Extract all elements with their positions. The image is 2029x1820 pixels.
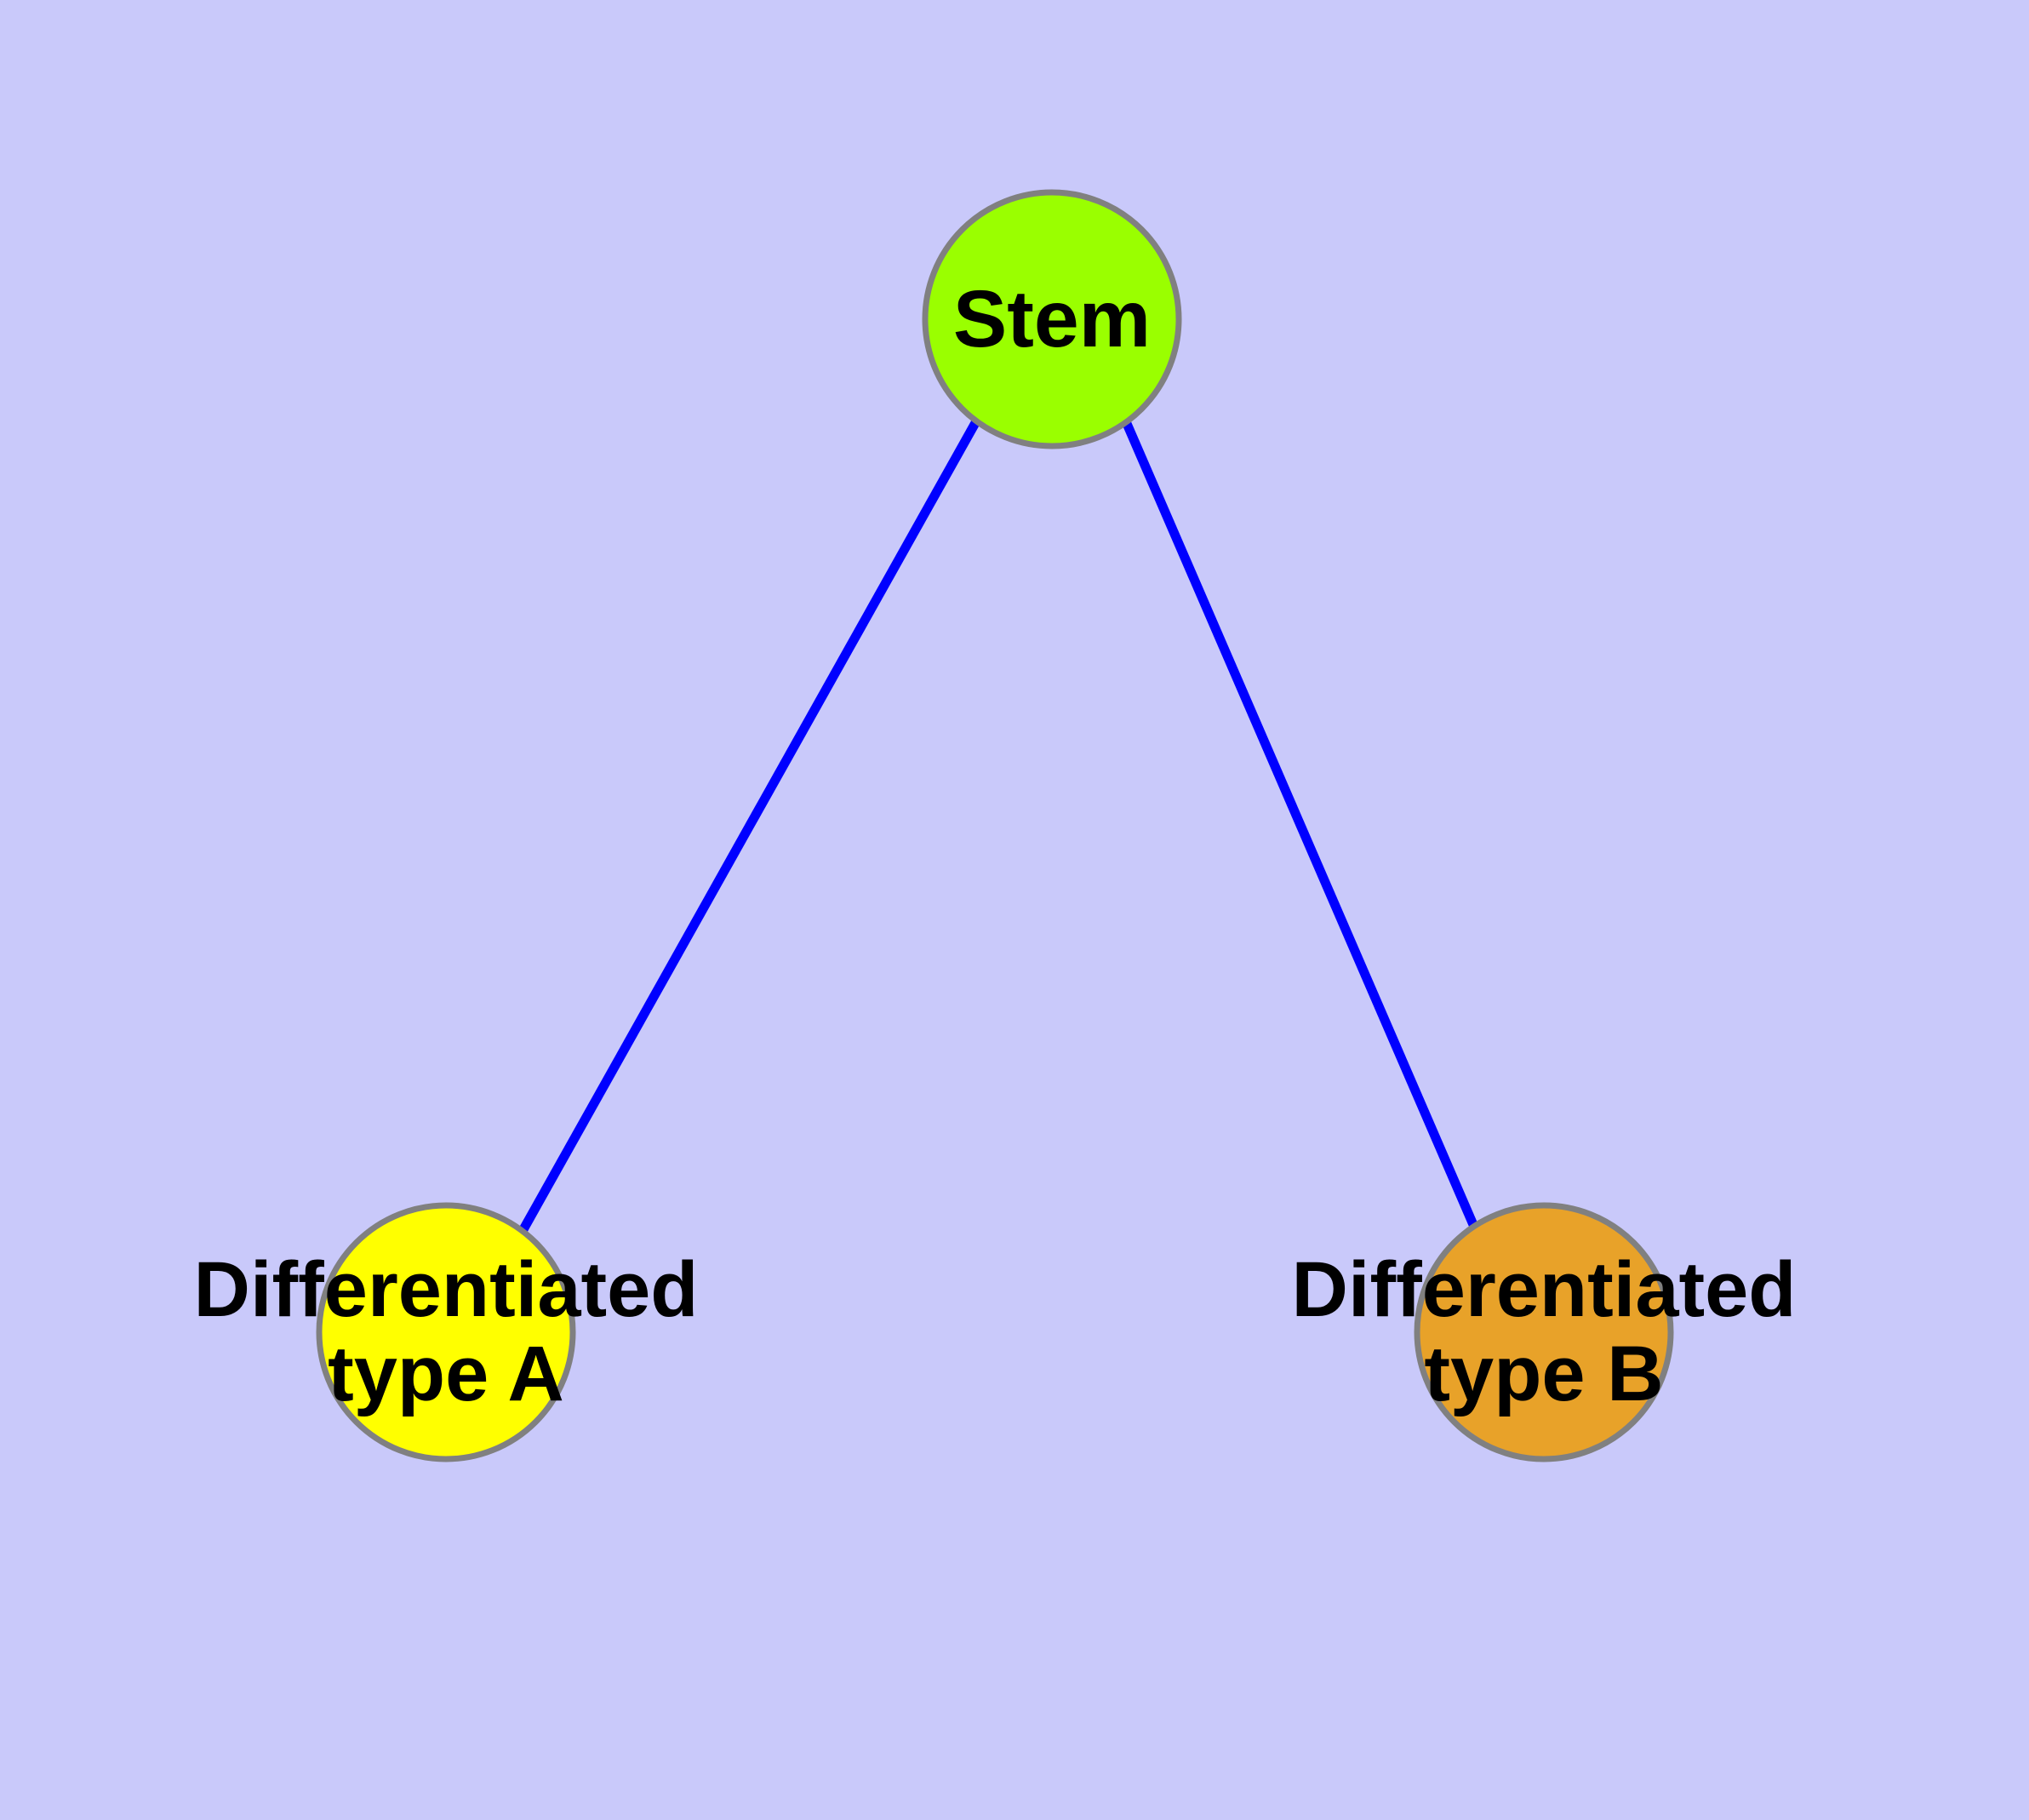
edge-stem-to-differentiated-type-b[interactable] — [1120, 417, 1479, 1229]
edge-stem-to-differentiated-type-a[interactable] — [518, 419, 980, 1233]
node-stem[interactable] — [922, 189, 1182, 449]
node-layer — [316, 189, 1674, 1462]
node-differentiated-type-b[interactable] — [1414, 1202, 1674, 1462]
edge-layer — [518, 417, 1479, 1233]
node-differentiated-type-a[interactable] — [316, 1202, 576, 1462]
